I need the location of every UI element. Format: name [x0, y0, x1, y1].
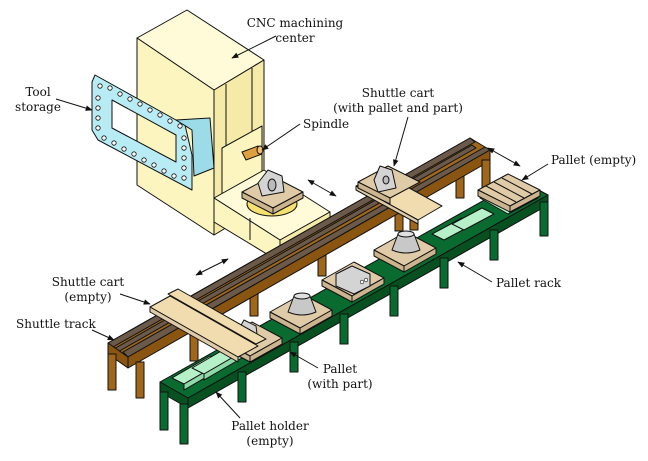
- label-tool-storage: Tool storage: [15, 85, 93, 114]
- pallet-holder-empty-2: [431, 207, 495, 241]
- label-shuttle-track: Shuttle track: [16, 317, 115, 341]
- label-pallet-rack: Pallet rack: [457, 261, 562, 290]
- label-shuttle-full-line1: Shuttle cart: [362, 86, 435, 100]
- label-pallet-empty-text: Pallet (empty): [551, 153, 636, 167]
- pallet-motion-arrow: [487, 147, 521, 167]
- pallet-empty: [477, 173, 541, 215]
- pallet-with-block-part: [321, 261, 385, 303]
- label-shuttle-empty-line1: Shuttle cart: [52, 275, 125, 289]
- shuttle-motion-arrow: [195, 258, 229, 276]
- label-spindle: Spindle: [261, 117, 349, 151]
- label-tool-storage-line2: storage: [15, 100, 61, 114]
- label-pallet-holder-line1: Pallet holder: [231, 419, 309, 433]
- label-pallet-empty: Pallet (empty): [521, 153, 636, 181]
- label-shuttle-empty: Shuttle cart (empty): [52, 275, 151, 305]
- label-pallet-with-part: Pallet (with part): [289, 351, 373, 391]
- label-spindle-text: Spindle: [303, 117, 349, 131]
- label-cnc-line1: CNC machining: [247, 16, 344, 30]
- label-pallet-with-part-line1: Pallet: [323, 362, 357, 376]
- label-pallet-with-part-line2: (with part): [307, 377, 372, 391]
- tool-pockets: [95, 83, 187, 181]
- label-shuttle-full: Shuttle cart (with pallet and part): [333, 86, 463, 167]
- label-cnc-line2: center: [275, 31, 314, 45]
- shuttle-cart-empty: [149, 288, 267, 363]
- motion-arrows: [195, 147, 521, 276]
- label-pallet-holder: Pallet holder (empty): [215, 391, 309, 448]
- label-cnc: CNC machining center: [231, 16, 344, 59]
- label-pallet-rack-text: Pallet rack: [496, 276, 562, 290]
- shuttle-cart-full: [355, 165, 443, 225]
- cart-motion-arrow: [307, 179, 337, 197]
- label-pallet-holder-line2: (empty): [246, 434, 293, 448]
- label-shuttle-full-line2: (with pallet and part): [333, 101, 463, 115]
- pallet-with-cup-part: [269, 292, 333, 335]
- label-tool-storage-line1: Tool: [25, 85, 51, 99]
- label-shuttle-empty-line2: (empty): [64, 290, 111, 304]
- pallet-with-cup-part-2: [373, 230, 437, 273]
- label-shuttle-track-text: Shuttle track: [16, 317, 97, 331]
- cnc-machining-center: [136, 9, 331, 263]
- tool-storage: [91, 74, 215, 191]
